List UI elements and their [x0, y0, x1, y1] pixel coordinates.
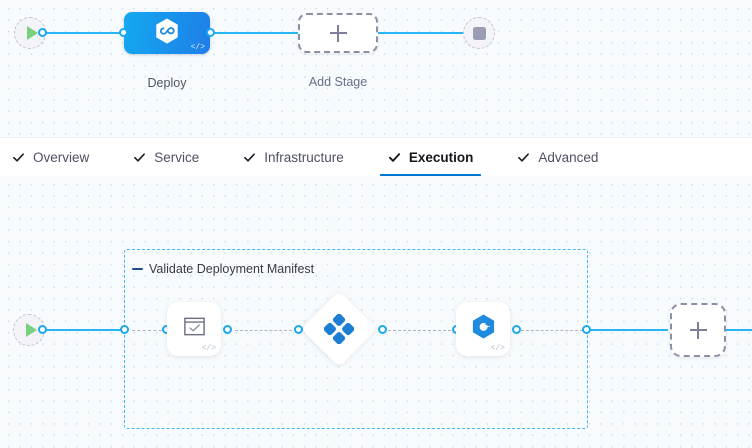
- connector-dot-exec-start-out[interactable]: [38, 325, 47, 334]
- check-icon: [517, 151, 530, 164]
- play-icon: [25, 323, 37, 337]
- connector-dot-deploy-in[interactable]: [119, 28, 128, 37]
- edge-start-to-deploy: [41, 32, 123, 34]
- connector-dot-group-out[interactable]: [582, 325, 591, 334]
- rolling-code-marker: </>: [490, 344, 505, 353]
- tab-advanced[interactable]: Advanced: [517, 138, 616, 177]
- add-stage-label: Add Stage: [308, 75, 368, 89]
- connector-dot-approve-in[interactable]: [294, 325, 303, 334]
- tab-advanced-label: Advanced: [538, 149, 599, 165]
- stage-code-marker: </>: [190, 43, 205, 52]
- check-icon: [12, 151, 25, 164]
- add-step-button[interactable]: [670, 303, 726, 357]
- minus-icon[interactable]: [132, 268, 143, 270]
- step-group-title: Validate Deployment Manifest: [149, 262, 315, 276]
- stage-label-deploy: Deploy: [147, 76, 187, 90]
- tab-execution-label: Execution: [408, 149, 474, 165]
- edge-dryrun-to-approve: [235, 330, 297, 331]
- edge-execstart-to-group: [41, 329, 125, 331]
- check-icon: [243, 151, 256, 164]
- dry-run-check-window-icon: [182, 314, 207, 344]
- tab-service-label: Service: [154, 149, 200, 165]
- stage-node-deploy[interactable]: </>: [124, 12, 210, 54]
- tab-service[interactable]: Service: [133, 138, 217, 177]
- step-node-dry-run[interactable]: </>: [167, 302, 221, 356]
- play-icon: [26, 26, 38, 40]
- stage-tabs: Overview Service Infrastructure Executio…: [0, 137, 752, 177]
- harness-deploy-icon: [152, 16, 182, 51]
- edge-group-to-addstep: [588, 329, 668, 331]
- connector-dot-rolling-out[interactable]: [512, 325, 521, 334]
- check-icon: [133, 151, 146, 164]
- pipeline-canvas[interactable]: </> Deploy Add Stage: [0, 0, 752, 137]
- tab-overview-label: Overview: [33, 149, 90, 165]
- edge-addstep-out: [723, 329, 752, 331]
- dry-run-code-marker: </>: [201, 344, 216, 353]
- step-group-validate-deployment-manifest[interactable]: [124, 249, 588, 429]
- step-group-header[interactable]: Validate Deployment Manifest: [132, 262, 314, 276]
- connector-dot-group-in[interactable]: [120, 325, 129, 334]
- connector-dot-start-out[interactable]: [38, 28, 47, 37]
- execution-canvas[interactable]: Validate Deployment Manifest: [0, 176, 752, 448]
- active-tab-underline: [379, 173, 482, 177]
- tab-overview[interactable]: Overview: [12, 138, 107, 177]
- step-node-rolling-deployment[interactable]: </>: [456, 302, 510, 356]
- pipeline-end-node[interactable]: [463, 17, 495, 49]
- edge-rolling-to-groupend: [521, 330, 583, 331]
- execution-start-node[interactable]: [13, 314, 45, 346]
- rolling-deployment-icon: [470, 313, 497, 345]
- add-stage-button[interactable]: [298, 13, 378, 53]
- tab-infrastructure[interactable]: Infrastructure: [243, 138, 362, 177]
- connector-dot-approve-out[interactable]: [378, 325, 387, 334]
- harness-approval-icon: [312, 302, 366, 356]
- check-icon: [388, 151, 401, 164]
- plus-icon: [329, 24, 347, 42]
- edge-group-to-dryrun: [132, 330, 162, 331]
- tab-infrastructure-label: Infrastructure: [264, 149, 344, 165]
- plus-icon: [689, 321, 707, 339]
- connector-dot-dryrun-out[interactable]: [223, 325, 232, 334]
- tab-execution[interactable]: Execution: [379, 138, 492, 177]
- stop-icon: [472, 26, 486, 40]
- edge-approve-to-rolling: [388, 330, 456, 331]
- edge-deploy-to-addstage: [210, 32, 298, 34]
- edge-addstage-to-end: [378, 32, 468, 34]
- connector-dot-deploy-out[interactable]: [206, 28, 215, 37]
